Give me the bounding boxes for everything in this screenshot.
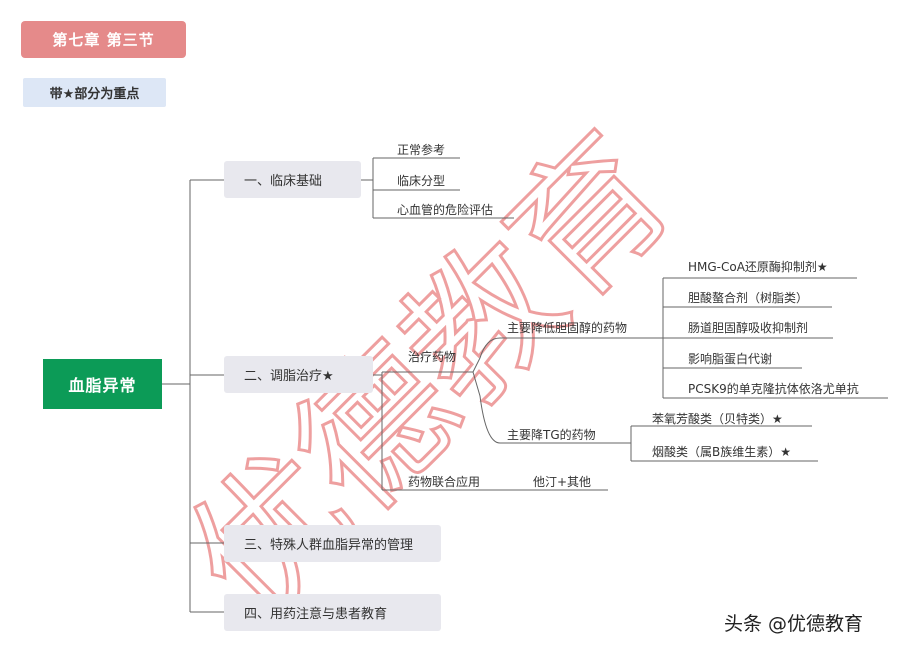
leaf-cv-risk-assessment: 心血管的危险评估 [397,203,494,217]
leaf-normal-reference: 正常参考 [397,143,446,157]
root-node: 血脂异常 [43,359,162,409]
combination-label: 药物联合应用 [408,475,481,489]
drug-fibrates: 苯氧芳酸类（贝特类）★ [652,412,783,426]
group-cholesterol-lowering: 主要降低胆固醇的药物 [507,321,628,335]
drug-lipoprotein-metabolism: 影响脂蛋白代谢 [688,352,773,366]
drug-niacin: 烟酸类（属B族维生素）★ [652,445,791,459]
branch-special-population: 三、特殊人群血脂异常的管理 [224,525,441,562]
drug-bile-acid-sequestrant: 胆酸螯合剂（树脂类） [688,291,809,305]
combination-value: 他汀+其他 [533,475,592,489]
leaf-clinical-classification: 临床分型 [397,174,446,188]
branch-medication-education: 四、用药注意与患者教育 [224,594,441,631]
branch-clinical-basis: 一、临床基础 [224,161,361,198]
group-tg-lowering: 主要降TG的药物 [507,428,596,442]
drug-statin: HMG-CoA还原酶抑制剂★ [688,260,828,274]
key-note-label: 带★部分为重点 [23,78,166,107]
drug-pcsk9-antibody: PCSK9的单克隆抗体依洛尤单抗 [688,382,859,396]
footer-attribution: 头条 @优德教育 [724,613,864,635]
drug-cholesterol-absorption-inhibitor: 肠道胆固醇吸收抑制剂 [688,321,809,335]
chapter-label: 第七章 第三节 [21,21,186,58]
treatment-drugs-label: 治疗药物 [408,350,457,364]
branch-lipid-therapy: 二、调脂治疗★ [224,356,373,393]
